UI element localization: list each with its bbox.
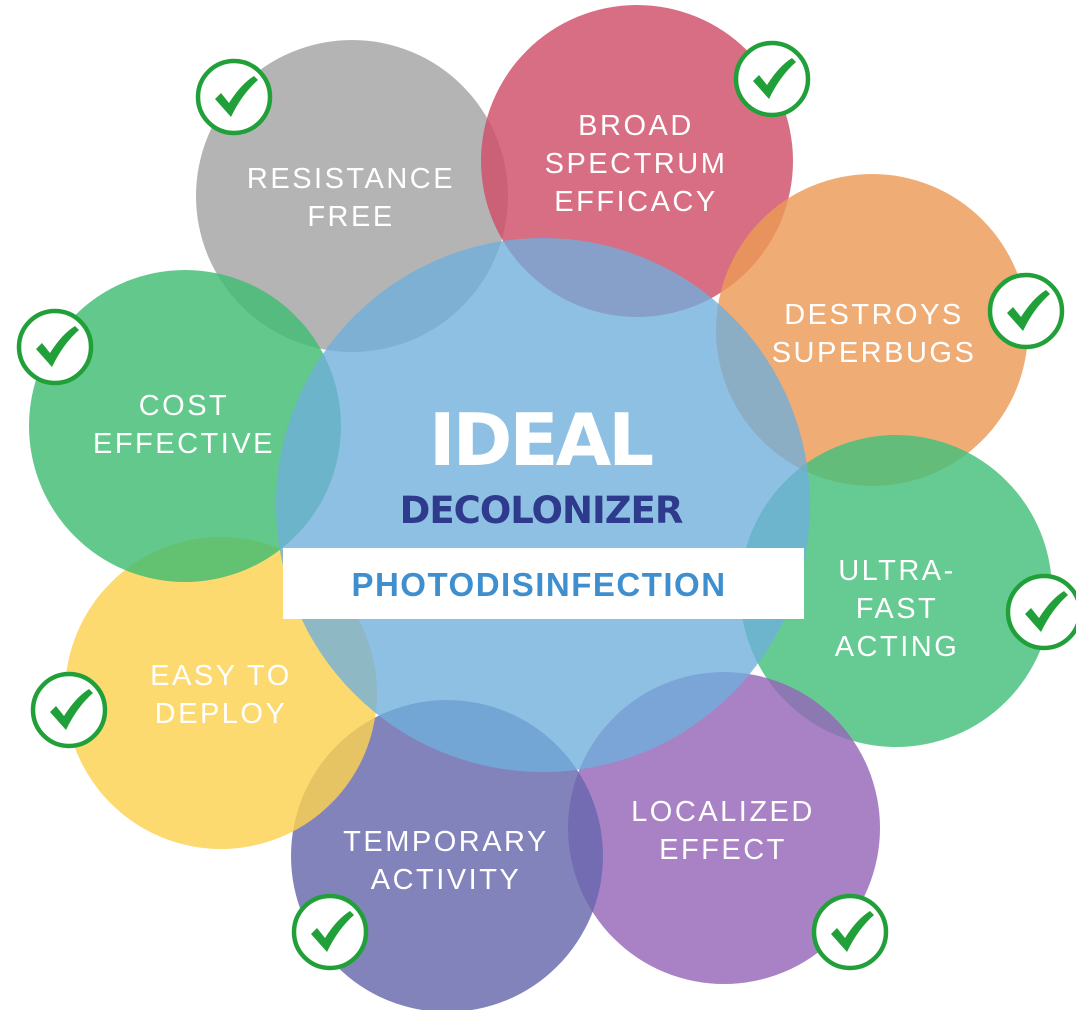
center-subtitle: DECOLONIZER <box>400 489 683 532</box>
checkmark-tick <box>753 58 796 99</box>
ultra-fast-acting-label-line: ACTING <box>835 631 960 663</box>
easy-to-deploy-label-line: DEPLOY <box>155 698 288 730</box>
checkmark-tick <box>50 689 93 730</box>
cost-effective-circle <box>29 270 341 582</box>
center-disc <box>276 238 810 772</box>
checkmark-tick <box>311 911 354 952</box>
broad-spectrum-efficacy-label: BROAD SPECTRUM EFFICACY <box>545 110 728 218</box>
localized-effect-label-line: EFFECT <box>659 834 787 866</box>
checkmark-tick <box>1007 290 1050 331</box>
center-title: IDEAL <box>429 398 652 482</box>
easy-to-deploy-label: EASY TO DEPLOY <box>150 660 292 730</box>
easy-to-deploy-label-line: EASY TO <box>150 660 292 692</box>
checkmark-icon <box>195 58 273 136</box>
checkmark-icon <box>291 893 369 971</box>
checkmark-ring <box>1005 573 1076 651</box>
resistance-free-label-line: FREE <box>307 201 394 233</box>
photodisinfection-band <box>283 548 804 619</box>
temporary-activity-circle <box>291 700 603 1010</box>
ultra-fast-acting-circle <box>740 435 1052 747</box>
resistance-free-label: RESISTANCE FREE <box>247 163 455 233</box>
checkmark-icon <box>16 308 94 386</box>
temporary-activity-label-line: TEMPORARY <box>343 826 549 858</box>
checkmark-icon <box>811 893 889 971</box>
attribute-circles <box>29 5 1052 1010</box>
broad-spectrum-efficacy-label-line: SPECTRUM <box>545 148 728 180</box>
checkmark-icon <box>733 40 811 118</box>
destroys-superbugs-label-line: SUPERBUGS <box>772 337 977 369</box>
ultra-fast-acting-label-line: ULTRA- <box>838 555 956 587</box>
checkmark-tick <box>831 911 874 952</box>
ultra-fast-acting-label: ULTRA- FAST ACTING <box>835 555 960 663</box>
checkmark-tick <box>36 326 79 367</box>
photodisinfection-label: PHOTODISINFECTION <box>351 566 726 603</box>
temporary-activity-label-line: ACTIVITY <box>371 864 522 896</box>
checkmark-icon <box>1005 573 1076 651</box>
destroys-superbugs-label-line: DESTROYS <box>784 299 964 331</box>
checkmarks <box>16 40 1076 971</box>
checkmark-icon <box>30 671 108 749</box>
attribute-labels: RESISTANCE FREE BROAD SPECTRUM EFFICACY DESTR… <box>93 110 977 896</box>
cost-effective-label-line: COST <box>139 390 230 422</box>
center-hub: IDEAL DECOLONIZER PHOTODISINFECTION <box>276 238 810 772</box>
resistance-free-label-line: RESISTANCE <box>247 163 455 195</box>
checkmark-tick <box>1025 591 1068 632</box>
localized-effect-label-line: LOCALIZED <box>631 796 815 828</box>
cost-effective-label-line: EFFECTIVE <box>93 428 275 460</box>
broad-spectrum-efficacy-label-line: EFFICACY <box>554 186 717 218</box>
checkmark-icon <box>987 272 1065 350</box>
checkmark-tick <box>215 76 258 117</box>
temporary-activity-label: TEMPORARY ACTIVITY <box>343 826 549 896</box>
localized-effect-label: LOCALIZED EFFECT <box>631 796 815 866</box>
broad-spectrum-efficacy-label-line: BROAD <box>578 110 694 142</box>
destroys-superbugs-label: DESTROYS SUPERBUGS <box>772 299 977 369</box>
cost-effective-label: COST EFFECTIVE <box>93 390 275 460</box>
destroys-superbugs-circle <box>716 174 1028 486</box>
ultra-fast-acting-label-line: FAST <box>856 593 939 625</box>
